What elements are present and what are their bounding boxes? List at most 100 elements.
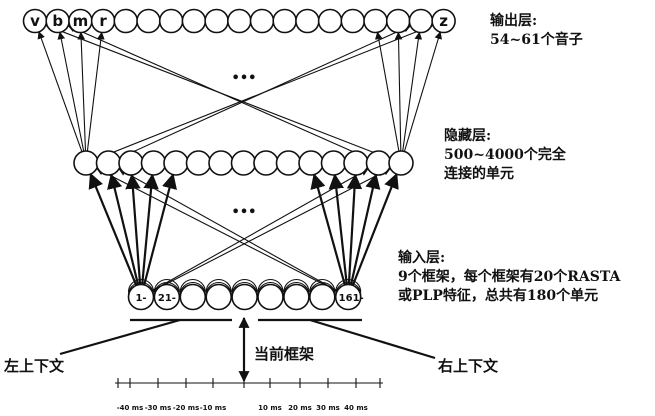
output-unit (249, 8, 275, 34)
hidden-unit (365, 150, 392, 176)
right-context-pointer (309, 318, 436, 360)
output-layer-caption: 输出层: 54~61个音子 (490, 12, 583, 50)
output-unit-label-m: m (73, 12, 89, 30)
input-unit-label-21: 21- (158, 293, 176, 304)
output-unit-label-r: r (99, 12, 107, 30)
output-unit (385, 8, 411, 34)
output-unit (136, 8, 161, 34)
hidden-unit (208, 150, 234, 176)
input-unit-label-1: 1- (135, 293, 146, 304)
hidden-layer-detail-line2: 连接的单元 (444, 166, 514, 182)
output-unit (204, 8, 229, 34)
hidden-unit (320, 150, 347, 176)
output-unit-label-b: b (52, 12, 63, 30)
left-context-pointer (59, 318, 181, 356)
hidden-unit (73, 150, 99, 176)
hidden-to-output-connection (403, 31, 442, 152)
output-unit-label-v: v (30, 12, 40, 30)
input-unit (231, 283, 258, 311)
hidden-to-output-connection (37, 31, 83, 152)
context-graphics (59, 316, 436, 383)
hidden-unit (95, 150, 122, 176)
input-layer-detail-line1: 9个框架，每个框架有20个RASTA (398, 269, 621, 285)
output-unit (340, 8, 366, 34)
input-to-hidden-connection (125, 173, 142, 285)
hidden-to-output-connection (402, 31, 423, 152)
hidden-layer-title: 隐藏层: (444, 128, 492, 144)
input-layer-detail-line2: 或PLP特征，总共有180个单元 (398, 288, 599, 304)
input-feature-stack (257, 278, 284, 293)
time-axis-tick-label: -40 ms (117, 404, 144, 412)
input-unit (153, 283, 181, 311)
output-unit (158, 8, 184, 34)
input-feature-stack (283, 278, 310, 293)
output-unit (272, 8, 298, 34)
input-feature-stack (231, 278, 258, 293)
hidden-to-output-connection (119, 25, 412, 159)
output-hidden-ellipsis: ••• (232, 71, 257, 86)
input-feature-stack (179, 278, 206, 293)
input-to-hidden-connection (96, 168, 338, 292)
hidden-unit (298, 150, 324, 176)
current-frame-label: 当前框架 (254, 345, 315, 363)
input-to-hidden-connection (143, 173, 177, 286)
time-axis-tick-label: -30 ms (145, 404, 172, 412)
input-unit-label-161: 161- (339, 293, 364, 304)
input-unit (283, 283, 310, 311)
output-layer-title: 输出层: (490, 13, 538, 29)
input-unit (205, 283, 232, 311)
input-to-hidden-connection (346, 173, 363, 285)
hidden-unit (185, 150, 212, 176)
output-layer-detail: 54~61个音子 (490, 32, 583, 48)
hidden-unit (343, 150, 369, 176)
output-unit (317, 8, 343, 34)
input-feature-stack (127, 278, 155, 293)
time-axis-tick-label: 30 ms (316, 404, 340, 412)
hidden-unit (253, 150, 279, 176)
output-unit (181, 8, 207, 34)
input-to-hidden-connection (349, 173, 381, 286)
input-unit (257, 283, 284, 311)
hidden-unit (118, 150, 144, 176)
input-to-hidden-connection (141, 173, 159, 285)
input-to-hidden-connection (328, 173, 348, 285)
output-unit (408, 8, 434, 34)
left-context-label: 左上下文 (4, 357, 65, 375)
time-axis-tick-label: 20 ms (288, 404, 312, 412)
hidden-unit (163, 150, 189, 176)
nodes-layer (22, 8, 456, 311)
input-feature-stack (309, 278, 336, 293)
output-unit (295, 8, 320, 34)
time-axis-tick-label: -10 ms (200, 404, 227, 412)
hidden-to-output-connection (77, 31, 87, 152)
hidden-to-output-connection (67, 24, 368, 159)
input-feature-stack (335, 278, 362, 293)
output-unit (431, 8, 456, 34)
input-feature-stack (205, 278, 232, 293)
time-axis-tick-label: -20 ms (173, 404, 200, 412)
output-unit (113, 8, 139, 34)
input-to-hidden-connection (88, 172, 138, 286)
hidden-unit (140, 150, 167, 176)
hidden-input-ellipsis: ••• (232, 205, 257, 220)
connections-layer (37, 24, 442, 292)
input-layer-caption: 输入层: 9个框架，每个框架有20个RASTA 或PLP特征，总共有180个单元 (398, 249, 620, 306)
hidden-to-output-connection (86, 31, 105, 152)
hidden-to-output-connection (394, 31, 403, 152)
hidden-to-output-connection (57, 31, 85, 152)
input-feature-stack (153, 278, 180, 293)
time-axis-tick-label: 40 ms (344, 404, 368, 412)
output-unit-label-z: z (439, 12, 448, 30)
hidden-layer-detail-line1: 500~4000个完全 (444, 147, 566, 163)
output-unit (363, 8, 388, 34)
input-unit (127, 283, 155, 311)
input-to-hidden-connection (351, 172, 399, 286)
input-unit (179, 283, 207, 311)
input-layer-title: 输入层: (398, 250, 446, 266)
output-unit (227, 8, 252, 34)
hidden-unit (275, 150, 302, 176)
node-labels-layer: v b m r z 1- 21- 161- ••• ••• (30, 12, 448, 304)
